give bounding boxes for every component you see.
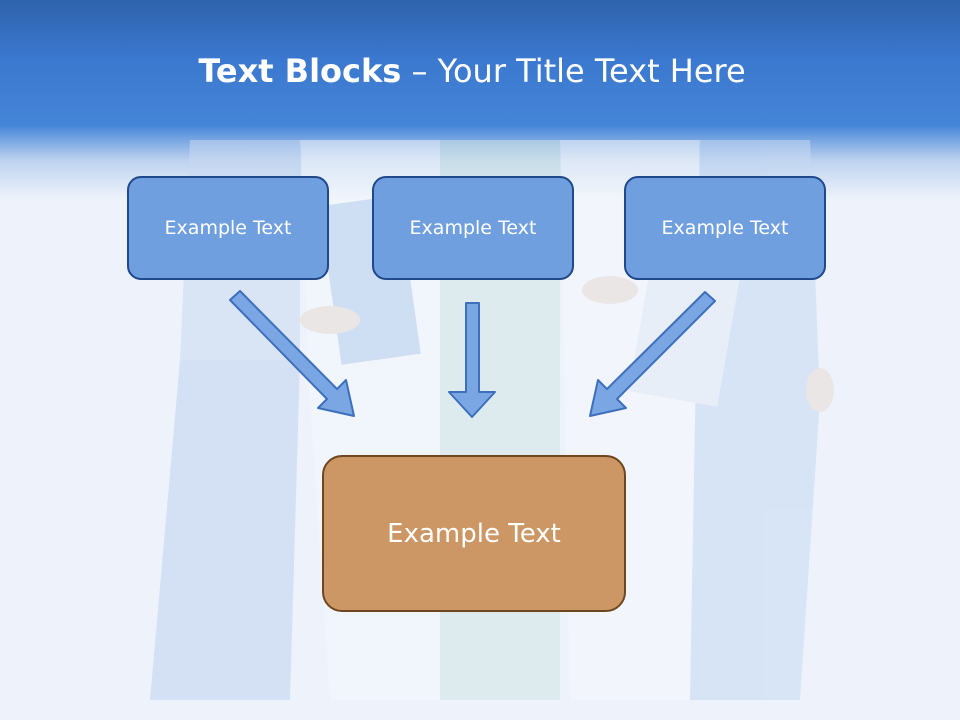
arrow-right <box>589 291 716 417</box>
summary-text-block-label: Example Text <box>387 518 561 549</box>
slide-title: Text Blocks – Your Title Text Here <box>0 52 944 90</box>
summary-text-block[interactable]: Example Text <box>322 455 626 612</box>
arrow-center <box>448 302 496 418</box>
title-separator: – <box>401 52 438 90</box>
text-block-1-label: Example Text <box>164 217 292 239</box>
text-block-3-label: Example Text <box>661 217 789 239</box>
text-block-1[interactable]: Example Text <box>127 176 329 280</box>
text-block-2-label: Example Text <box>409 217 537 239</box>
arrow-left <box>229 290 355 417</box>
title-bold-part: Text Blocks <box>198 52 402 90</box>
text-block-3[interactable]: Example Text <box>624 176 826 280</box>
text-block-2[interactable]: Example Text <box>372 176 574 280</box>
title-rest: Your Title Text Here <box>437 52 746 90</box>
